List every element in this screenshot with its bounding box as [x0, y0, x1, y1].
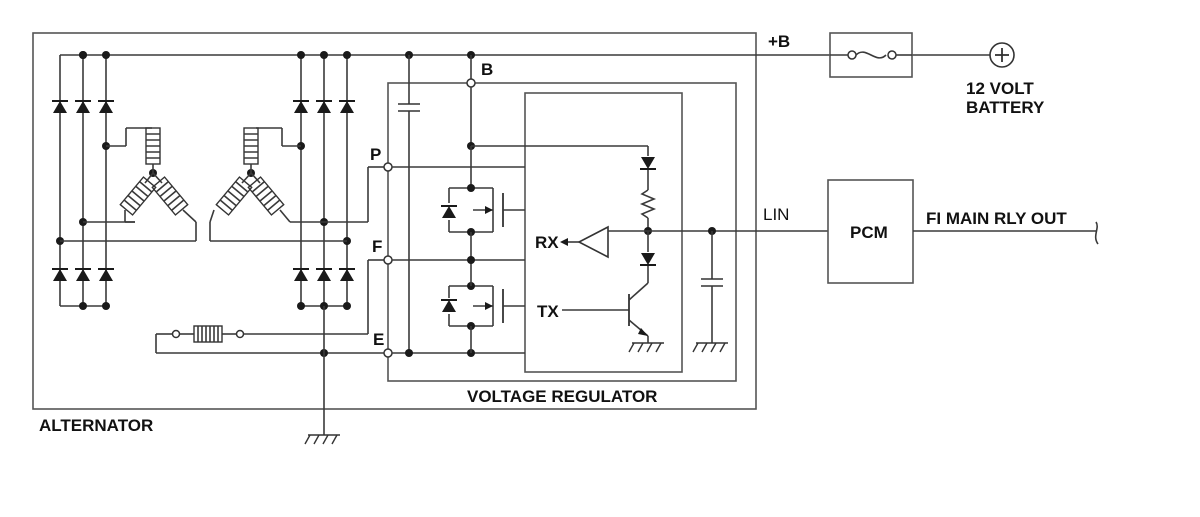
left-rectifier-bank — [51, 51, 196, 310]
lin-bias-network — [639, 146, 657, 283]
tx-transistor — [562, 282, 665, 353]
right-stator-coil — [209, 127, 301, 241]
e-terminal-label: E — [373, 330, 384, 349]
tx-label: TX — [537, 302, 559, 321]
fuse — [829, 32, 913, 78]
lin-line — [648, 227, 828, 353]
p-terminal — [367, 162, 525, 222]
battery-label-line2: BATTERY — [966, 98, 1045, 117]
left-stator-coil — [106, 127, 197, 241]
e-terminal — [156, 306, 525, 445]
junction-dot — [79, 51, 87, 59]
rx-label: RX — [535, 233, 559, 252]
regulator-ic-box — [524, 92, 683, 373]
f-terminal-label: F — [372, 237, 382, 256]
b-terminal — [466, 55, 648, 188]
f-terminal — [240, 255, 525, 335]
fi-main-rly-out-label: FI MAIN RLY OUT — [926, 209, 1067, 228]
field-coil — [155, 325, 245, 353]
voltage-regulator-label: VOLTAGE REGULATOR — [467, 387, 657, 406]
battery-label-line1: 12 VOLT — [966, 79, 1034, 98]
alternator-label: ALTERNATOR — [39, 416, 153, 435]
lin-label: LIN — [763, 205, 789, 224]
battery-icon — [989, 42, 1015, 68]
mosfet-upper — [440, 184, 525, 270]
rx-buffer-amplifier — [560, 225, 648, 259]
right-rectifier-bank — [210, 51, 368, 310]
b-terminal-label: B — [481, 60, 493, 79]
mosfet-lower — [440, 256, 525, 353]
alternator-box — [32, 32, 757, 410]
filter-capacitor — [398, 55, 420, 353]
pcm-label: PCM — [850, 223, 888, 242]
voltage-regulator-box — [387, 82, 737, 382]
p-terminal-label: P — [370, 145, 381, 164]
plus-b-label: +B — [768, 32, 790, 51]
fi-main-rly-out-line — [913, 221, 1099, 245]
